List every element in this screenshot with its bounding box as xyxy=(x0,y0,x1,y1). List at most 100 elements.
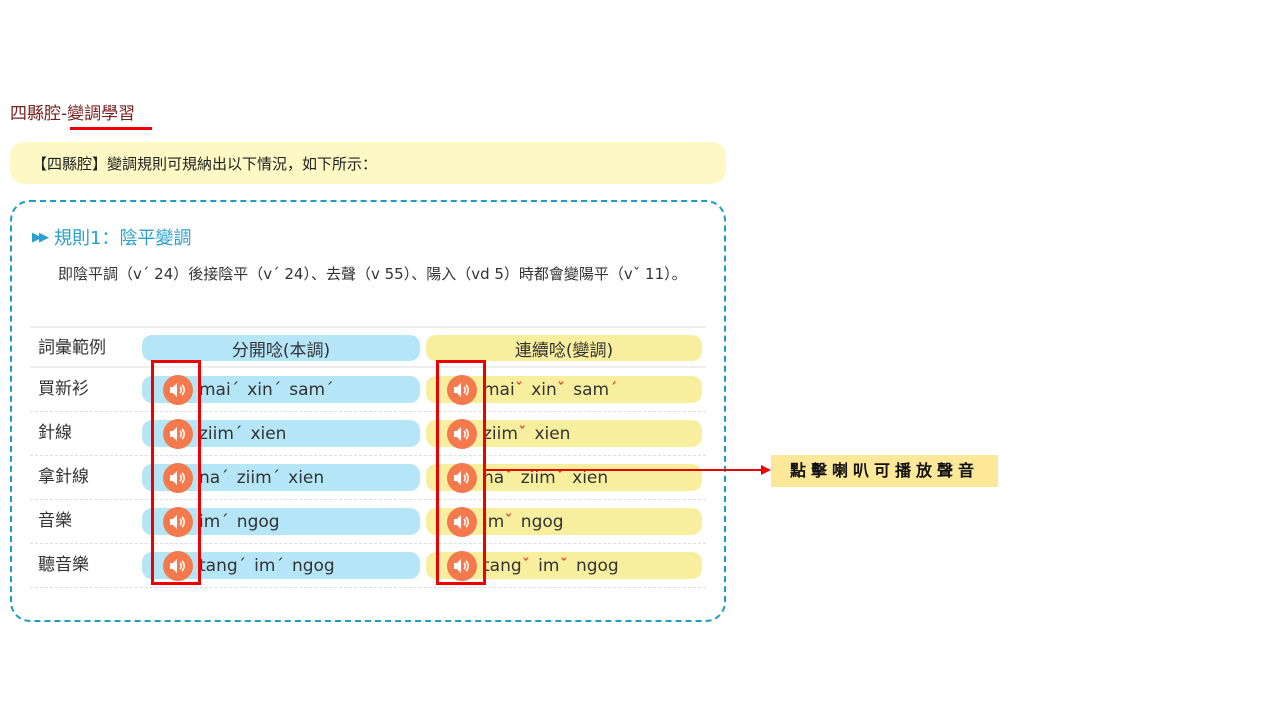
tone-mark: ˇ xyxy=(504,511,513,532)
speaker-play-button[interactable] xyxy=(163,462,193,493)
syllable: samˊ xyxy=(289,380,333,400)
speaker-play-button[interactable] xyxy=(163,418,193,449)
syllable: xien xyxy=(250,424,286,444)
tone-mark: ˇ xyxy=(517,423,527,444)
speaker-play-button[interactable] xyxy=(447,550,477,581)
syllable-text: ziim xyxy=(520,467,556,488)
double-arrow-icon: ▶▶ xyxy=(32,229,49,245)
speaker-icon xyxy=(454,382,469,397)
syllable: maiˊ xyxy=(199,380,239,400)
arrow-head-icon xyxy=(761,465,771,475)
syllable-text: sam xyxy=(573,379,610,400)
speaker-play-button[interactable] xyxy=(163,374,193,405)
word-cell: 買新衫 xyxy=(38,379,89,399)
speaker-play-button[interactable] xyxy=(163,550,193,581)
speaker-icon xyxy=(454,514,469,529)
syllable: ngog xyxy=(237,512,280,532)
speaker-play-button[interactable] xyxy=(447,418,477,449)
table-row: 拿針線 naˊ ziim ˊ xien naˇ ziim ˇ xien xyxy=(30,456,706,500)
syllable: imˊ xyxy=(199,512,229,532)
syllable-text: im xyxy=(199,511,221,532)
syllable-text: xin xyxy=(531,379,557,400)
speaker-icon xyxy=(170,558,185,573)
syllable-text: na xyxy=(199,467,221,488)
syllable-text: mai xyxy=(199,379,231,400)
syllable: xien xyxy=(288,468,324,488)
speaker-play-button[interactable] xyxy=(447,374,477,405)
syllable: ziimˊ xyxy=(199,424,242,444)
base-pronunciation-cell: naˊ ziim ˊ xien xyxy=(142,462,420,493)
rule-heading: ▶▶ 規則1：陰平變調 xyxy=(32,224,191,250)
syllable: ngog xyxy=(521,512,564,532)
tone-mark: ˇ xyxy=(504,467,513,488)
title-underline xyxy=(70,127,152,130)
speaker-icon xyxy=(170,426,185,441)
syllable-text: sam xyxy=(289,379,326,400)
speaker-play-button[interactable] xyxy=(447,462,477,493)
highlight-box-base-speakers xyxy=(151,360,201,585)
speaker-icon xyxy=(170,514,185,529)
tone-mark: ˊ xyxy=(325,379,334,400)
syllable: naˊ xyxy=(199,468,229,488)
syllable-text: xien xyxy=(572,467,609,488)
tone-mark: ˇ xyxy=(559,555,568,576)
tone-mark: ˇ xyxy=(514,379,524,400)
speaker-play-button[interactable] xyxy=(447,506,477,537)
tone-mark: ˊ xyxy=(237,555,247,576)
page-title: 四縣腔-變調學習 xyxy=(10,99,135,124)
sandhi-pronunciation-cell: ziimˇ xien xyxy=(426,418,702,449)
speaker-icon xyxy=(454,558,469,573)
word-cell: 針線 xyxy=(38,423,72,443)
syllable-text: ngog xyxy=(520,511,564,532)
tone-mark: ˊ xyxy=(272,379,282,400)
speaker-icon xyxy=(454,470,469,485)
syllable-text: tang xyxy=(199,555,238,576)
syllable-text: xien xyxy=(288,467,325,488)
tone-mark: ˊ xyxy=(230,379,240,400)
speaker-play-button[interactable] xyxy=(163,506,193,537)
syllable-text: mai xyxy=(483,379,515,400)
syllable-text: im xyxy=(254,555,276,576)
header-sandhi-tone: 連續唸(變調) xyxy=(426,335,702,361)
syllable-text: im xyxy=(483,511,505,532)
syllable-text: ngog xyxy=(575,555,619,576)
rule-card xyxy=(10,200,726,622)
syllable: xinˇ xyxy=(531,380,565,400)
speaker-icon xyxy=(170,470,185,485)
table-header: 詞彙範例 分開唸(本調) 連續唸(變調) xyxy=(30,328,706,368)
tone-mark: ˊ xyxy=(609,379,618,400)
syllable-text: xien xyxy=(534,423,571,444)
word-cell: 拿針線 xyxy=(38,467,89,487)
syllable: naˇ xyxy=(483,468,513,488)
syllable-text: ziim xyxy=(236,467,272,488)
syllable: tangˇ xyxy=(483,556,530,576)
tone-mark: ˊ xyxy=(275,555,284,576)
sandhi-pronunciation-cell: naˇ ziim ˇ xien xyxy=(426,462,702,493)
word-cell: 音樂 xyxy=(38,511,72,531)
syllable: imˊ xyxy=(254,556,284,576)
syllable: maiˇ xyxy=(483,380,523,400)
syllable: xinˊ xyxy=(247,380,281,400)
rule-description: 即陰平調（vˊ 24）後接陰平（vˊ 24）、去聲（v 55）、陽入（vd 5）… xyxy=(58,265,687,283)
syllable-text: ziim xyxy=(483,423,518,444)
syllable: ngog xyxy=(576,556,619,576)
syllable-text: ziim xyxy=(199,423,234,444)
title-highlight: 變調學習 xyxy=(67,104,136,124)
syllable-text: xien xyxy=(250,423,287,444)
syllable: xien xyxy=(534,424,570,444)
tone-mark: ˊ xyxy=(233,423,243,444)
syllable: tangˊ xyxy=(199,556,246,576)
syllable-text: ngog xyxy=(291,555,335,576)
word-cell: 聽音樂 xyxy=(38,555,89,575)
syllable-text: xin xyxy=(247,379,273,400)
speaker-icon xyxy=(170,382,185,397)
base-pronunciation-cell: ziimˊ xien xyxy=(142,418,420,449)
intro-banner: 【四縣腔】變調規則可規納出以下情況，如下所示： xyxy=(10,142,726,184)
tone-mark: ˊ xyxy=(220,467,229,488)
